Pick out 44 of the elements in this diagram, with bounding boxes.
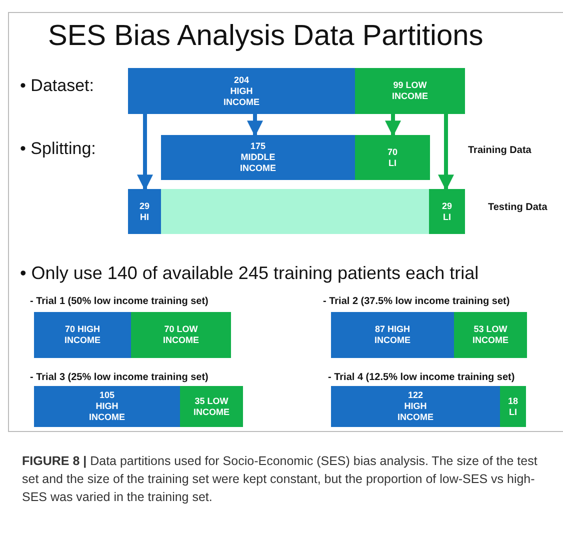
bullet-label: • Splitting: <box>20 139 96 159</box>
arrow <box>247 114 263 137</box>
segment-label: 29 HI <box>139 200 150 222</box>
segment-label: 53 LOW INCOME <box>472 324 508 346</box>
trial-label: - Trial 1 (50% low income training set) <box>30 296 208 307</box>
arrow <box>438 114 454 191</box>
income-bar-segment <box>131 312 231 358</box>
income-bar-segment <box>128 68 355 114</box>
segment-label: 99 LOW INCOME <box>392 80 428 102</box>
bullet-label: • Dataset: <box>20 76 94 96</box>
row-label: Training Data <box>468 145 532 156</box>
row-label: Testing Data <box>488 202 548 213</box>
trial-label: - Trial 2 (37.5% low income training set) <box>323 296 510 307</box>
income-bar-segment <box>355 135 430 180</box>
segment-label: 87 HIGH INCOME <box>374 324 410 346</box>
figure-caption: FIGURE 8 | Data partitions used for Socio-Economic (SES) bias analysis. The size of the test set and the size of the training set were kept constant, but the proportion of low-SES vs high-SES was varied in the training set. <box>22 453 538 506</box>
segment-label: 70 LOW INCOME <box>163 324 199 346</box>
segment-label: 35 LOW INCOME <box>194 396 230 418</box>
arrow <box>137 114 153 191</box>
income-bar-segment <box>500 386 526 427</box>
diagram-title: SES Bias Analysis Data Partitions <box>48 20 484 53</box>
bullet-note: • Only use 140 of available 245 training patients each trial <box>20 263 479 284</box>
segment-label: 122 HIGH INCOME <box>398 390 434 423</box>
segment-label: 18 LI <box>508 396 518 418</box>
income-bar-segment <box>34 386 180 427</box>
segment-label: 105 HIGH INCOME <box>89 390 125 423</box>
arrow <box>385 114 401 137</box>
income-bar-segment <box>429 189 465 234</box>
income-bar-segment <box>161 135 355 180</box>
trial-label: - Trial 3 (25% low income training set) <box>30 372 208 383</box>
segment-label: 29 LI <box>442 200 452 222</box>
segment-label: 70 HIGH INCOME <box>64 324 100 346</box>
segment-label: 175 MIDDLE INCOME <box>240 141 276 174</box>
segment-label: 70 LI <box>387 146 398 168</box>
income-bar-segment <box>180 386 243 427</box>
segment-label: 204 HIGH INCOME <box>224 74 260 108</box>
income-bar-segment <box>355 68 465 114</box>
trial-label: - Trial 4 (12.5% low income training set) <box>328 372 515 383</box>
income-bar-segment <box>331 386 500 427</box>
income-bar-segment <box>331 312 454 358</box>
income-bar-segment <box>34 312 131 358</box>
income-bar-segment <box>454 312 527 358</box>
income-bar-segment <box>128 189 161 234</box>
band-bar <box>128 189 465 234</box>
